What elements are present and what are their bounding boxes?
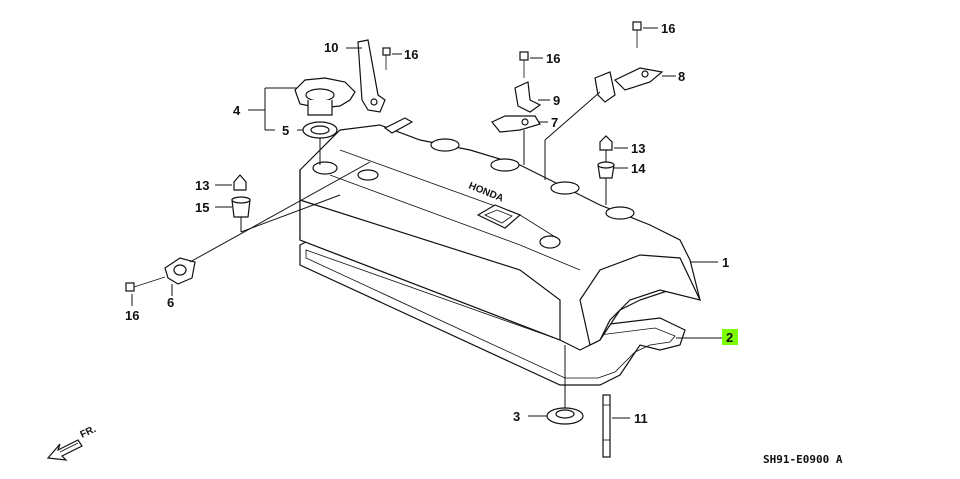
stud-bolt-11[interactable] <box>602 394 611 458</box>
callout-labels: 10 16 4 5 16 9 7 16 8 13 14 13 15 6 16 1… <box>125 21 738 426</box>
callout-3: 3 <box>513 409 520 424</box>
direction-label: FR. <box>79 424 98 441</box>
oil-filler-cap[interactable] <box>294 77 356 116</box>
callout-16-b: 16 <box>546 51 560 66</box>
callout-5: 5 <box>282 123 289 138</box>
nut-13-left[interactable] <box>233 174 247 191</box>
bracket-10[interactable] <box>357 39 386 113</box>
callout-14: 14 <box>631 161 646 176</box>
valve-cover[interactable]: HONDA <box>299 117 702 351</box>
grommet-14[interactable] <box>597 161 615 179</box>
callout-8: 8 <box>678 69 685 84</box>
callout-7: 7 <box>551 115 558 130</box>
clip-7[interactable] <box>491 115 541 133</box>
callout-13-left: 13 <box>195 178 209 193</box>
callout-6: 6 <box>167 295 174 310</box>
leader-lines <box>131 27 722 419</box>
callout-16-a: 16 <box>404 47 418 62</box>
callout-9: 9 <box>553 93 560 108</box>
callout-13-right: 13 <box>631 141 645 156</box>
reference-code: SH91-E0900 A <box>763 453 843 466</box>
grommet-15[interactable] <box>231 196 251 218</box>
callout-15: 15 <box>195 200 209 215</box>
bolt-16-left[interactable] <box>382 47 391 70</box>
bracket-8[interactable] <box>594 67 664 103</box>
callout-16-d: 16 <box>125 308 139 323</box>
bolt-16-bottom-left[interactable] <box>125 276 166 292</box>
bracket-9[interactable] <box>514 81 542 113</box>
callout-2: 2 <box>726 330 733 345</box>
bolt-16-center[interactable] <box>519 51 529 78</box>
clamp-6[interactable] <box>164 257 196 285</box>
nut-13-right[interactable] <box>599 135 613 151</box>
front-direction-arrow: FR. <box>46 424 98 461</box>
washer-3[interactable] <box>546 407 584 425</box>
callout-1: 1 <box>722 255 729 270</box>
bolt-16-right[interactable] <box>632 21 642 48</box>
callout-16-c: 16 <box>661 21 675 36</box>
callout-11: 11 <box>634 411 648 426</box>
callout-10: 10 <box>324 40 338 55</box>
callout-4: 4 <box>233 103 241 118</box>
callout-2-highlight <box>722 329 738 345</box>
filler-cap-seal[interactable] <box>302 121 338 139</box>
